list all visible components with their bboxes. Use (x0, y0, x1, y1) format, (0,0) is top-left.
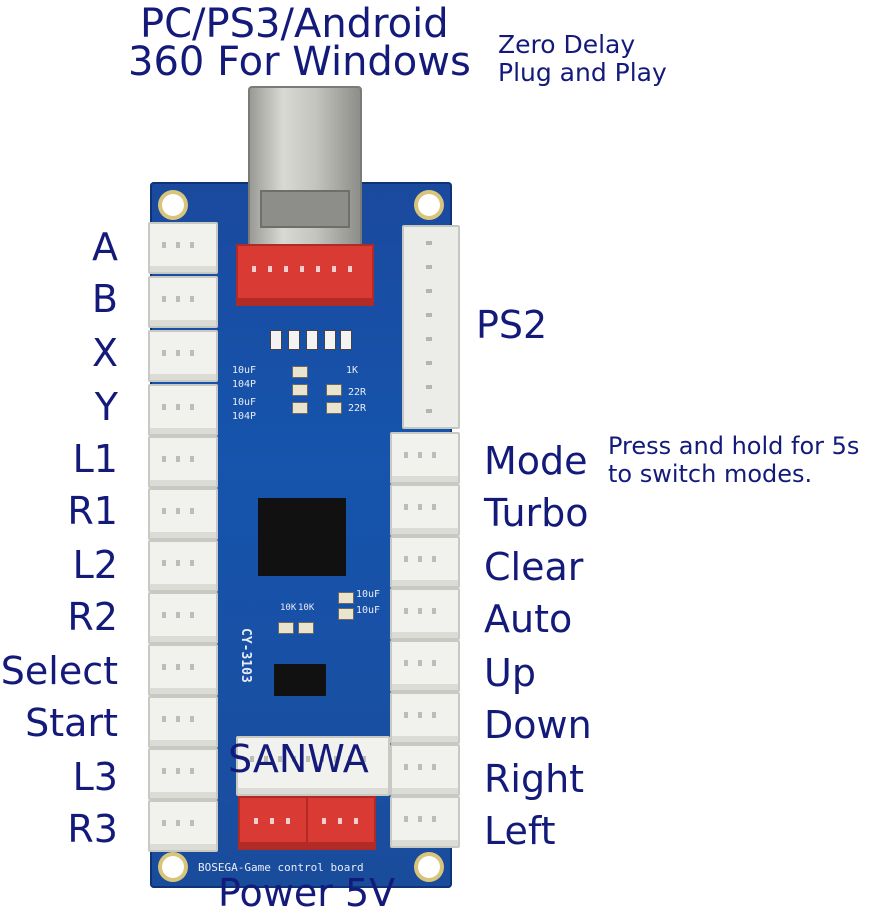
smd-part (326, 384, 342, 396)
smd-part (292, 366, 308, 378)
mount-hole-bottom-left (162, 856, 184, 878)
mode-note-line2: to switch modes. (608, 460, 813, 488)
label-right: Right (484, 757, 585, 801)
silk-cap-4: 10uF (356, 605, 381, 616)
smd-part (338, 608, 354, 620)
mount-hole-top-left (162, 194, 184, 216)
feature-zero-delay: Zero Delay (498, 30, 636, 59)
silk-model: CY-3103 (238, 628, 253, 683)
label-power: Power 5V (218, 871, 396, 913)
connector-r3 (148, 800, 218, 852)
label-start: Start (25, 701, 118, 745)
label-r3: R3 (67, 807, 118, 851)
label-auto: Auto (484, 597, 573, 641)
connector-b (148, 276, 218, 328)
connector-select (148, 644, 218, 696)
connector-r2 (148, 592, 218, 644)
silk-res-1: 22R (348, 387, 367, 398)
connector-start (148, 696, 218, 748)
label-ps2: PS2 (476, 303, 548, 347)
label-b: B (91, 277, 118, 321)
smd-part (338, 592, 354, 604)
led-2 (288, 330, 300, 350)
mode-note-line1: Press and hold for 5s (608, 432, 860, 460)
platform-title-line2: 360 For Windows (128, 39, 471, 85)
label-l1: L1 (72, 437, 118, 481)
label-select: Select (0, 649, 118, 693)
silk-res-2: 22R (348, 403, 367, 414)
connector-mode (390, 432, 460, 484)
usb-b-port (248, 86, 362, 248)
silk-board-title: BOSEGA-Game control board (198, 861, 364, 874)
connector-x (148, 330, 218, 382)
label-sanwa: SANWA (228, 737, 369, 781)
led-3 (306, 330, 318, 350)
label-mode: Mode (484, 439, 588, 483)
label-left: Left (484, 809, 556, 853)
label-turbo: Turbo (484, 491, 589, 535)
connector-turbo (390, 484, 460, 536)
connector-auto (390, 588, 460, 640)
connector-r1 (148, 488, 218, 540)
smd-part (292, 402, 308, 414)
label-up: Up (484, 651, 536, 695)
silk-cap-3: 10uF (356, 589, 381, 600)
led-4 (324, 330, 336, 350)
connector-l2 (148, 540, 218, 592)
connector-y (148, 384, 218, 436)
connector-left (390, 796, 460, 848)
label-r2: R2 (67, 595, 118, 639)
silk-cap-1: 10uF (232, 365, 257, 376)
smd-part (326, 402, 342, 414)
smd-part (292, 384, 308, 396)
label-clear: Clear (484, 545, 584, 589)
label-l3: L3 (72, 755, 118, 799)
ps2-connector (402, 225, 460, 429)
label-x: X (91, 331, 118, 375)
microcontroller-chip (250, 498, 354, 576)
mount-hole-top-right (418, 194, 440, 216)
connector-l3 (148, 748, 218, 800)
silk-res-4: 10K (298, 603, 315, 613)
platform-title-line1: PC/PS3/Android (140, 1, 449, 47)
led-1 (270, 330, 282, 350)
connector-up (390, 640, 460, 692)
connector-clear (390, 536, 460, 588)
silk-res-3: 10K (280, 603, 297, 613)
label-down: Down (484, 703, 592, 747)
silk-res-5: 1K (346, 365, 359, 376)
mount-hole-bottom-right (418, 856, 440, 878)
smd-part (298, 622, 314, 634)
led-5 (340, 330, 352, 350)
power-connector-1 (238, 796, 308, 850)
label-y: Y (94, 385, 118, 429)
power-connector-2 (306, 796, 376, 850)
silk-code-2: 104P (232, 411, 257, 422)
eeprom-chip (274, 664, 326, 696)
feature-plug-and-play: Plug and Play (498, 58, 667, 87)
label-l2: L2 (72, 543, 118, 587)
connector-down (390, 692, 460, 744)
connector-l1 (148, 436, 218, 488)
label-a: A (92, 225, 118, 269)
sanwa-connector (236, 736, 390, 796)
red-header-top (236, 244, 374, 306)
connector-right (390, 744, 460, 796)
silk-code-1: 104P (232, 379, 257, 390)
label-r1: R1 (67, 489, 118, 533)
silk-cap-2: 10uF (232, 397, 257, 408)
smd-part (278, 622, 294, 634)
connector-a (148, 222, 218, 274)
